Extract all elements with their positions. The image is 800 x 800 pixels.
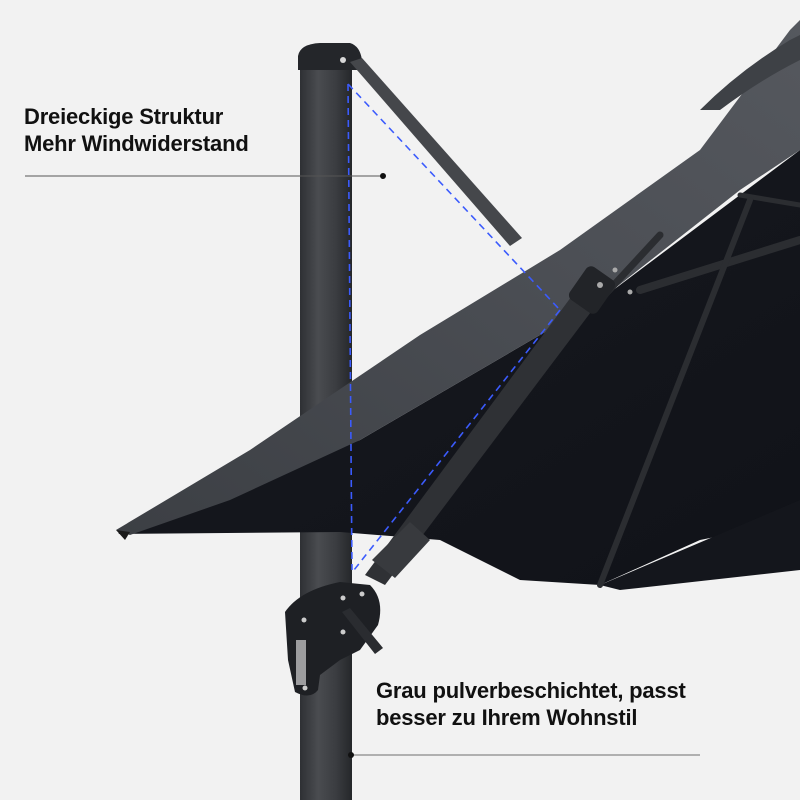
triangle-guide-overlay (347, 83, 561, 571)
canopy-top (116, 20, 800, 540)
callout-line-1 (25, 173, 386, 179)
canopy-underside (118, 150, 800, 590)
annotation-1-line-2: Mehr Windwiderstand (24, 131, 249, 156)
callout-line-2 (348, 752, 700, 758)
umbrella-arm (365, 266, 633, 585)
annotation-1-line-1: Dreieckige Struktur (24, 104, 224, 129)
annotation-triangular-structure: Dreieckige Struktur Mehr Windwiderstand (24, 103, 249, 157)
annotation-2-line-2: besser zu Ihrem Wohnstil (376, 705, 638, 730)
tilt-crank-mechanism (285, 582, 383, 696)
diagonal-strut (350, 58, 522, 246)
annotation-2-line-1: Grau pulverbeschichtet, passt (376, 678, 686, 703)
annotation-powder-coating: Grau pulverbeschichtet, passt besser zu … (376, 677, 686, 731)
